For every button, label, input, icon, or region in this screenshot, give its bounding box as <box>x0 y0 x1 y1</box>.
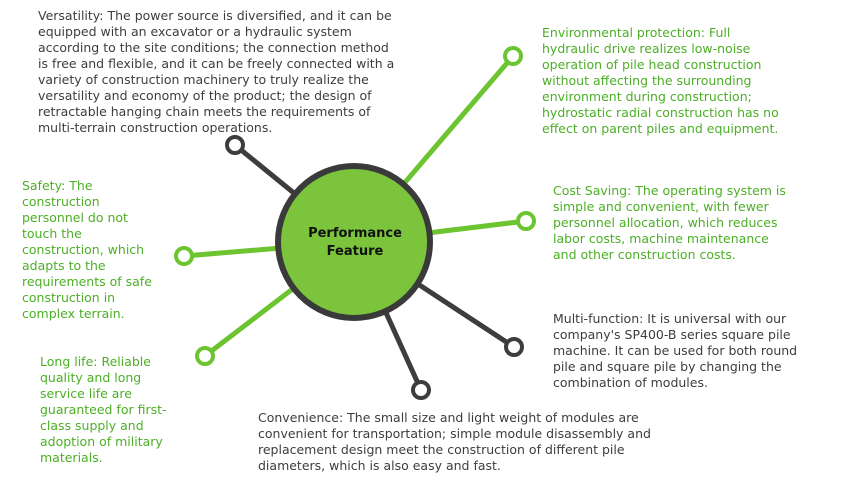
feature-text-environmental: Environmental protection: Full hydraulic… <box>542 25 779 136</box>
node-long-life <box>195 346 215 366</box>
center-title: Performance Feature <box>290 225 420 261</box>
center-title-line1: Performance <box>308 226 402 241</box>
feature-text-multi-function: Multi-function: It is universal with our… <box>553 311 798 390</box>
center-node <box>275 163 433 321</box>
feature-text-cost-saving: Cost Saving: The operating system is sim… <box>553 183 786 262</box>
node-environmental <box>503 46 523 66</box>
feature-text-long-life: Long life: Reliable quality and long ser… <box>40 354 167 465</box>
node-cost-saving <box>516 211 536 231</box>
node-versatility <box>225 135 245 155</box>
feature-text-versatility: Versatility: The power source is diversi… <box>38 8 395 135</box>
feature-text-convenience: Convenience: The small size and light we… <box>258 410 651 473</box>
feature-text-safety: Safety: The construction personnel do no… <box>22 178 152 321</box>
node-safety <box>174 246 194 266</box>
node-multi-function <box>504 337 524 357</box>
center-title-line2: Feature <box>326 244 384 259</box>
node-convenience <box>411 380 431 400</box>
